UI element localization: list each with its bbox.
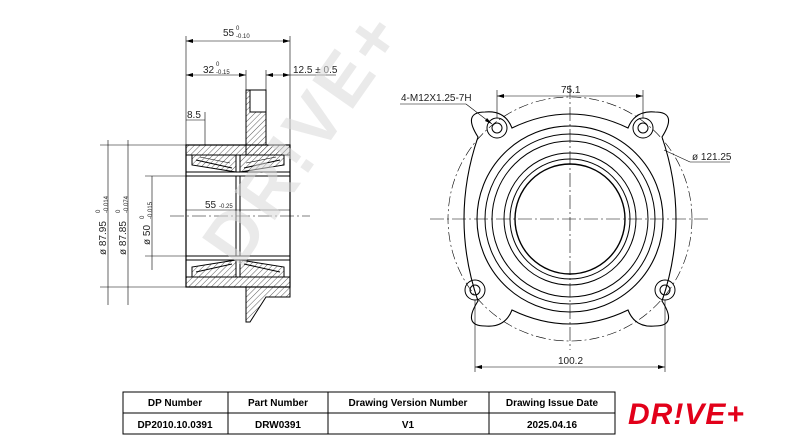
dim-bore-width-tol: -0.25 — [219, 204, 233, 210]
dim-mid-dia-tol: -0.074 — [124, 195, 130, 213]
dim-step: 8.5 — [187, 110, 201, 121]
dim-outer-dia: ø 87.95 — [98, 221, 109, 255]
dim-bore-dia: ø 50 — [142, 225, 153, 245]
brand-logo: DR!VE+ — [628, 398, 745, 431]
header-issue-date: Drawing Issue Date — [506, 398, 599, 409]
dim-bolt-spacing-top: 75.1 — [561, 85, 581, 96]
dim-overall-width-tol-up: 0 — [236, 26, 240, 32]
header-part-number: Part Number — [248, 398, 308, 409]
dim-flange-offset-tol: -0.15 — [216, 70, 230, 76]
thread-label: 4-M12X1.25-7H — [401, 93, 472, 104]
dim-mid-dia-tol-up: 0 — [116, 209, 122, 213]
dim-flange-offset: 32 — [203, 65, 215, 76]
dim-bore-dia-tol-up: 0 — [140, 215, 146, 219]
logo-text: DR!VE+ — [628, 398, 745, 431]
header-drawing-version: Drawing Version Number — [349, 398, 468, 409]
dim-overall-width: 55 — [223, 28, 235, 39]
value-drawing-version: V1 — [402, 420, 415, 431]
dim-overall-width-tol: -0.10 — [236, 34, 250, 40]
dim-bore-width: 55 — [205, 200, 217, 211]
svg-text:DR!VE+: DR!VE+ — [188, 0, 420, 279]
dim-outer-dia-tol: -0.014 — [104, 195, 110, 213]
dim-bolt-spacing-bottom: 100.2 — [558, 356, 583, 367]
title-block — [122, 391, 616, 435]
dim-bore-dia-tol: -0.015 — [148, 201, 154, 219]
header-dp-number: DP Number — [148, 398, 202, 409]
title-block-headers: DP Number Part Number Drawing Version Nu… — [148, 398, 599, 409]
side-view — [100, 36, 336, 323]
value-part-number: DRW0391 — [255, 420, 301, 431]
watermark-left: DR!VE+ — [188, 0, 420, 279]
front-view — [400, 85, 730, 372]
value-dp-number: DP2010.10.0391 — [137, 420, 213, 431]
value-issue-date: 2025.04.16 — [527, 420, 577, 431]
dim-pcd: ø 121.25 — [692, 152, 732, 163]
dim-outer-dia-tol-up: 0 — [96, 209, 102, 213]
dim-flange-offset-tol-up: 0 — [216, 62, 220, 68]
dim-flange-thickness: 12.5 ± 0.5 — [293, 65, 338, 76]
dim-mid-dia: ø 87.85 — [118, 221, 129, 255]
title-block-values: DP2010.10.0391 DRW0391 V1 2025.04.16 — [137, 420, 577, 431]
